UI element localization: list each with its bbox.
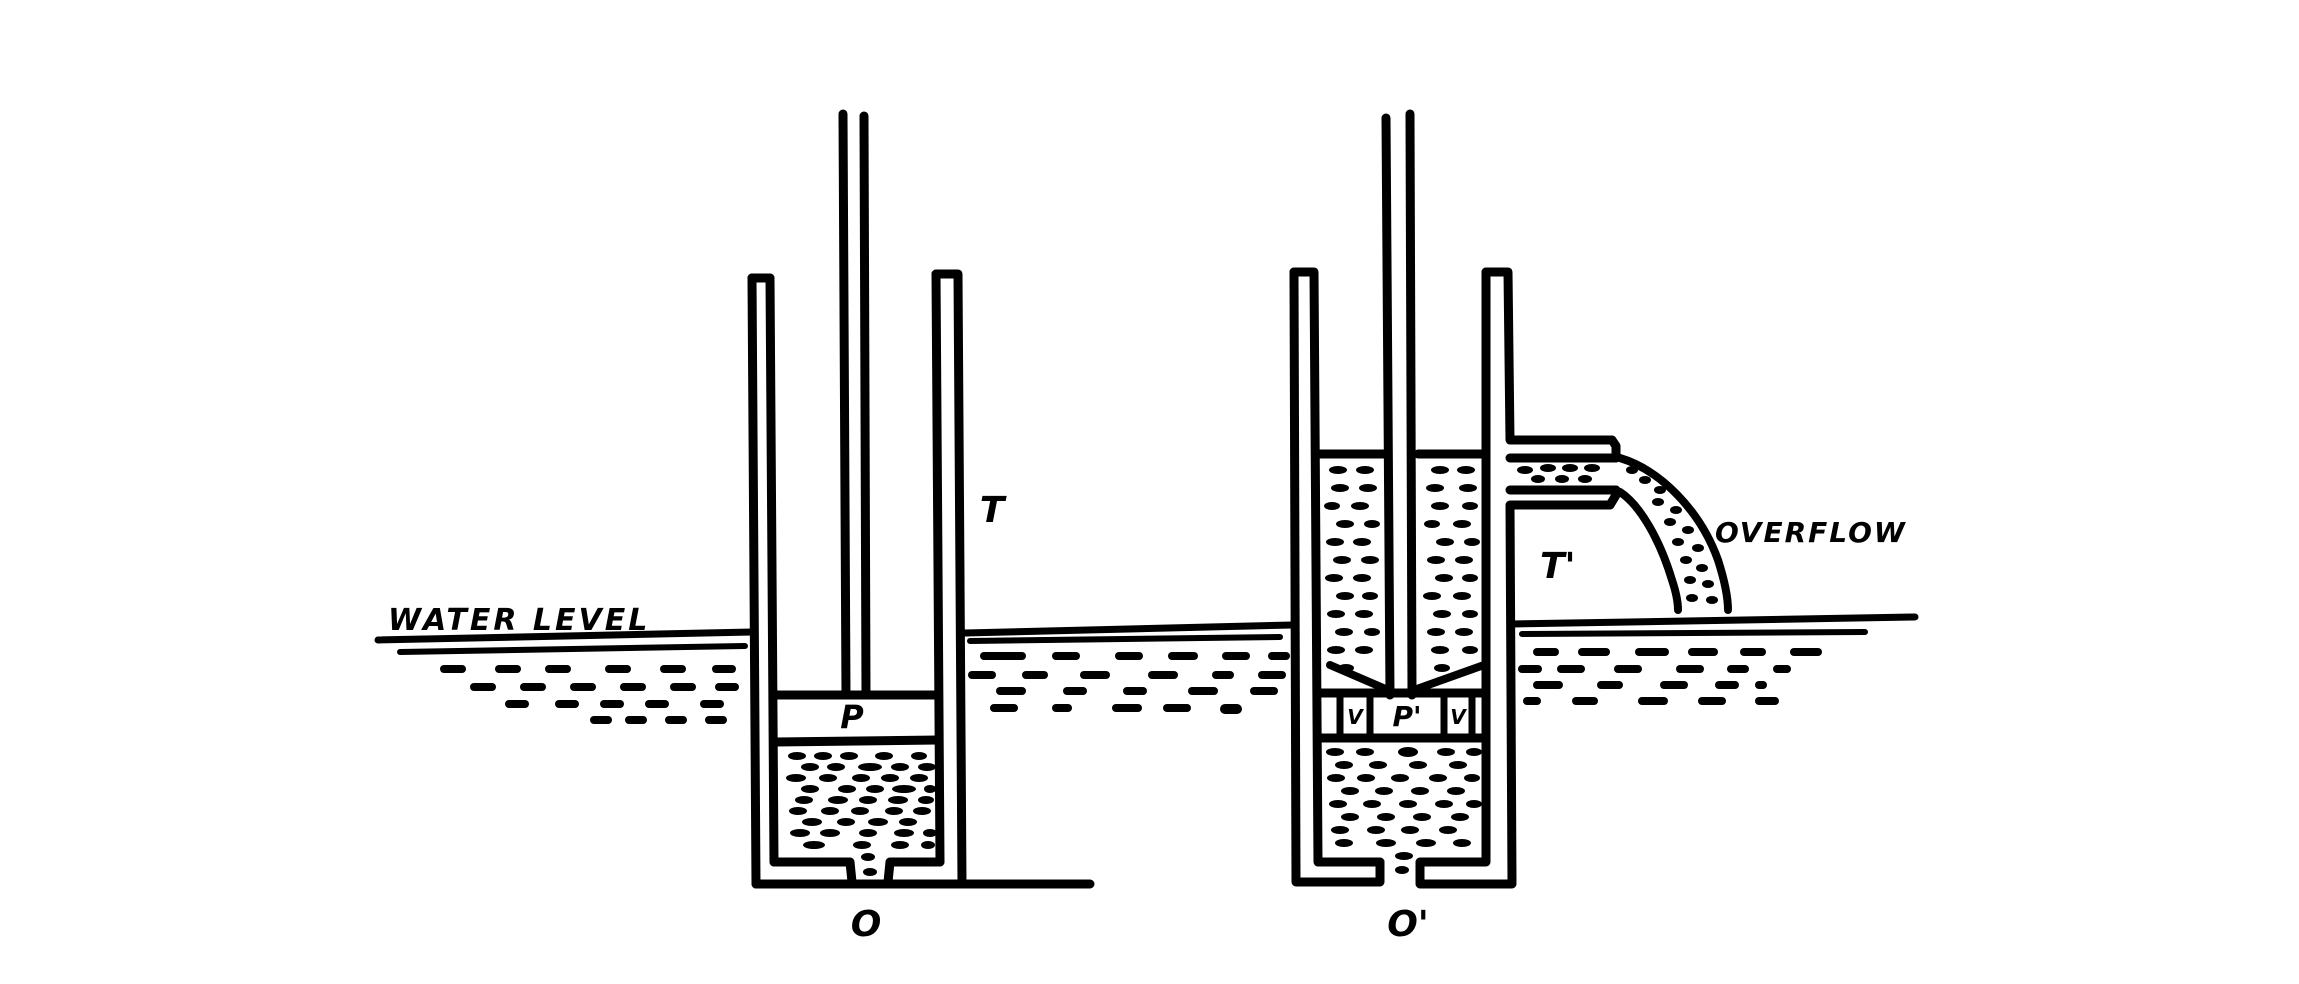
overflow-stream-water (1626, 466, 1718, 604)
valve-right-label: V (1450, 705, 1467, 729)
right-pump: P' V V (1289, 109, 1907, 945)
tube-t-label: T (980, 490, 1007, 531)
piston-p-label: P (840, 698, 864, 736)
left-chamber-water (786, 752, 937, 876)
spout-water (1517, 464, 1600, 483)
orifice-o-label: O (851, 904, 882, 945)
right-tube-water-upper (1324, 466, 1480, 672)
orifice-o-prime-label: O' (1387, 904, 1429, 945)
water-body (374, 613, 1919, 724)
tube-t-prime-label: T' (1540, 546, 1576, 587)
left-pump: P T O (747, 109, 1095, 945)
piston-p-prime-label: P' (1392, 700, 1421, 733)
valve-left-label: V (1347, 705, 1364, 729)
overflow-label: OVERFLOW (1715, 516, 1907, 549)
right-chamber-water (1326, 747, 1482, 874)
water-level-label: WATER LEVEL (388, 603, 650, 638)
